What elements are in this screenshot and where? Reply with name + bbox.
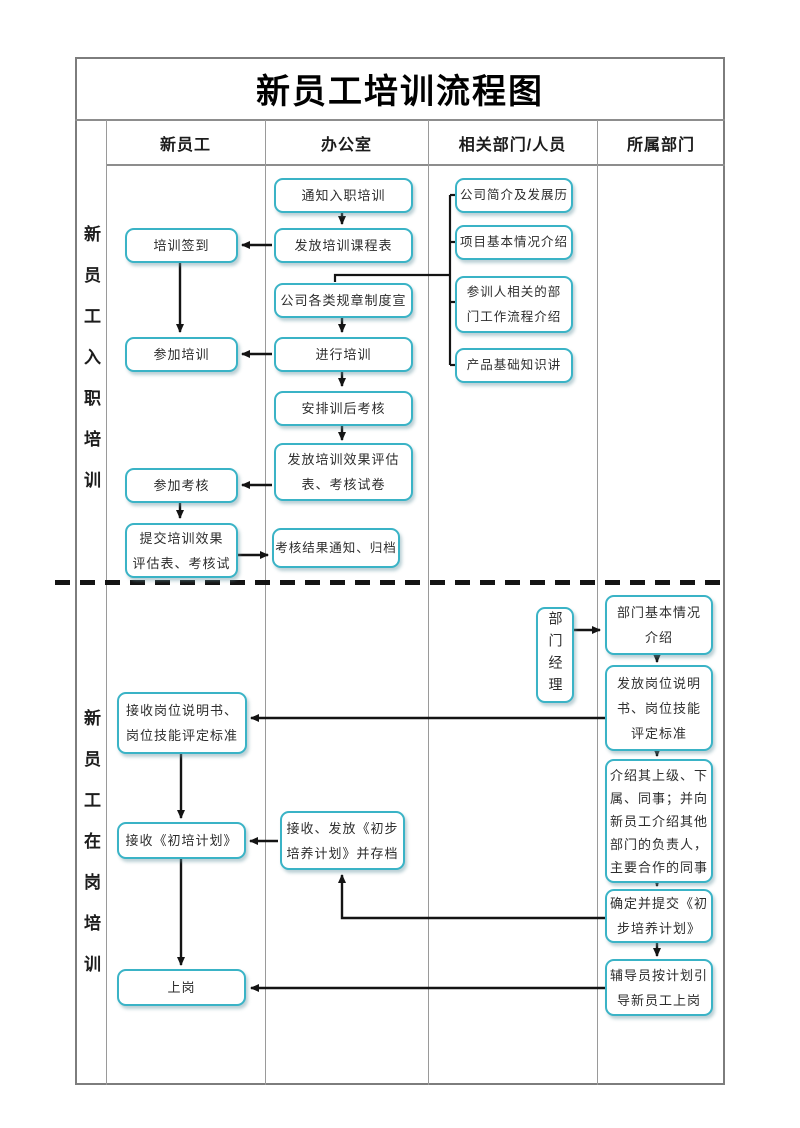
node-start-work: 上岗: [117, 969, 246, 1006]
lane-label-divider: [106, 120, 107, 1085]
title-separator-line: [75, 119, 725, 121]
node-company-profile: 公司简介及发展历: [455, 178, 573, 213]
node-dept-workflow-intro: 参训人相关的部门工作流程介绍: [455, 276, 573, 333]
column-divider-2: [428, 120, 429, 1085]
node-receive-job-description: 接收岗位说明书、岗位技能评定标准: [117, 692, 247, 754]
node-mentor-guides-onboarding: 辅导员按计划引导新员工上岗: [605, 959, 713, 1016]
header-separator-line: [106, 164, 725, 166]
node-result-notify-archive: 考核结果通知、归档: [272, 528, 400, 568]
node-project-overview: 项目基本情况介绍: [455, 225, 573, 260]
column-header-office: 办公室: [320, 136, 372, 154]
node-dept-basic-intro: 部门基本情况介绍: [605, 595, 713, 655]
column-header-related-dept: 相关部门/人员: [458, 136, 567, 154]
node-training-signin: 培训签到: [125, 228, 238, 263]
lane-label-onboarding-training: 新员工入职培训: [81, 225, 100, 512]
lane-label-onjob-training: 新员工在岗培训: [81, 709, 100, 996]
node-department-manager: 部门经理: [536, 607, 574, 703]
node-conduct-training: 进行培训: [274, 337, 413, 372]
column-divider-1: [265, 120, 266, 1085]
node-arrange-post-training-assessment: 安排训后考核: [274, 391, 413, 426]
column-divider-3: [597, 120, 598, 1085]
node-company-rules-briefing: 公司各类规章制度宣: [274, 283, 413, 318]
node-issue-job-description: 发放岗位说明书、岗位技能评定标准: [605, 665, 713, 751]
node-introduce-colleagues: 介绍其上级、下属、同事；并向新员工介绍其他部门的负责人，主要合作的同事: [605, 759, 713, 883]
node-attend-training: 参加培训: [125, 337, 238, 372]
node-receive-initial-plan: 接收《初培计划》: [117, 822, 246, 859]
column-header-own-dept: 所属部门: [626, 136, 695, 154]
node-notify-onboarding-training: 通知入职培训: [274, 178, 413, 213]
phase-divider-dashed-line: [55, 580, 723, 585]
node-receive-issue-file-plan: 接收、发放《初步培养计划》并存档: [280, 811, 405, 870]
page-title: 新员工培训流程图: [256, 73, 544, 111]
table-outer-border: [75, 57, 725, 1085]
node-confirm-submit-plan: 确定并提交《初步培养计划》: [605, 889, 713, 943]
node-take-assessment: 参加考核: [125, 468, 238, 503]
column-header-new-employee: 新员工: [159, 136, 211, 154]
node-issue-training-schedule: 发放培训课程表: [274, 228, 413, 263]
node-issue-eval-sheets: 发放培训效果评估表、考核试卷: [274, 443, 413, 501]
node-product-basics-lecture: 产品基础知识讲: [455, 348, 573, 383]
node-submit-eval-sheets: 提交培训效果评估表、考核试: [125, 523, 238, 578]
